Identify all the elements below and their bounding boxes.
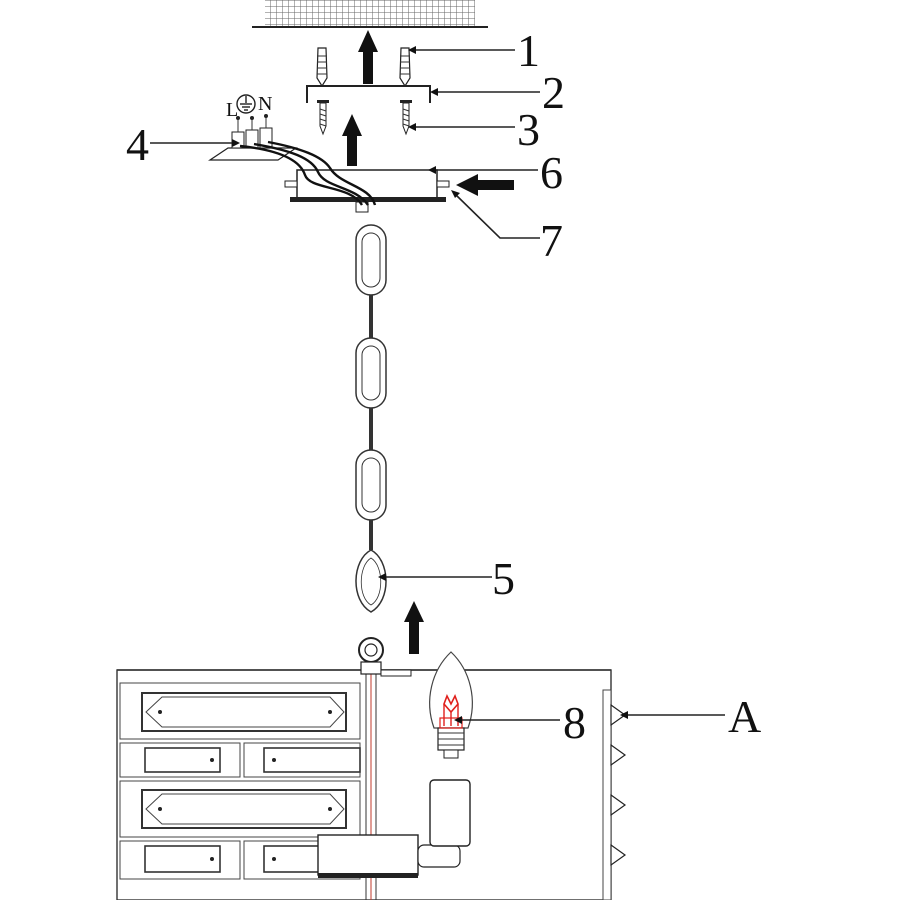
terminal-block: L N bbox=[208, 93, 298, 161]
eye-bolt bbox=[358, 637, 412, 677]
callout-6: 6 bbox=[540, 147, 563, 198]
up-arrow-icon bbox=[358, 30, 378, 84]
callout-5: 5 bbox=[492, 553, 515, 604]
up-arrow-icon bbox=[342, 114, 362, 166]
screws bbox=[317, 100, 412, 136]
callout-4: 4 bbox=[126, 119, 149, 170]
callout-2: 2 bbox=[542, 67, 565, 118]
screw-right bbox=[400, 100, 412, 136]
canopy bbox=[284, 169, 450, 213]
earth-ground-icon bbox=[236, 94, 256, 114]
ceiling bbox=[252, 0, 488, 28]
terminal-label-live: L bbox=[226, 99, 238, 121]
socket-holder bbox=[317, 779, 471, 878]
leader-lines bbox=[150, 46, 725, 724]
callout-labels: 1 2 3 4 6 7 5 8 A bbox=[126, 25, 761, 748]
screw-left bbox=[317, 100, 329, 136]
crystal-pendants bbox=[602, 689, 627, 900]
decorative-panels bbox=[119, 682, 361, 880]
wall-anchor-right bbox=[399, 47, 411, 88]
wall-anchors bbox=[316, 47, 411, 88]
mounting-bracket bbox=[306, 85, 431, 103]
left-arrow-icon bbox=[456, 174, 514, 196]
terminal-label-neutral: N bbox=[258, 93, 272, 115]
callout-1: 1 bbox=[517, 25, 540, 76]
callout-8: 8 bbox=[563, 697, 586, 748]
callout-a: A bbox=[728, 691, 761, 742]
callout-7: 7 bbox=[540, 215, 563, 266]
callout-3: 3 bbox=[517, 104, 540, 155]
up-arrow-icon bbox=[404, 601, 424, 654]
wall-anchor-left bbox=[316, 47, 328, 88]
chain bbox=[355, 224, 387, 550]
lamp-fixture bbox=[116, 637, 627, 900]
candle-bulb bbox=[429, 651, 473, 759]
carabiner-hook bbox=[355, 549, 387, 613]
power-wires bbox=[239, 140, 377, 206]
